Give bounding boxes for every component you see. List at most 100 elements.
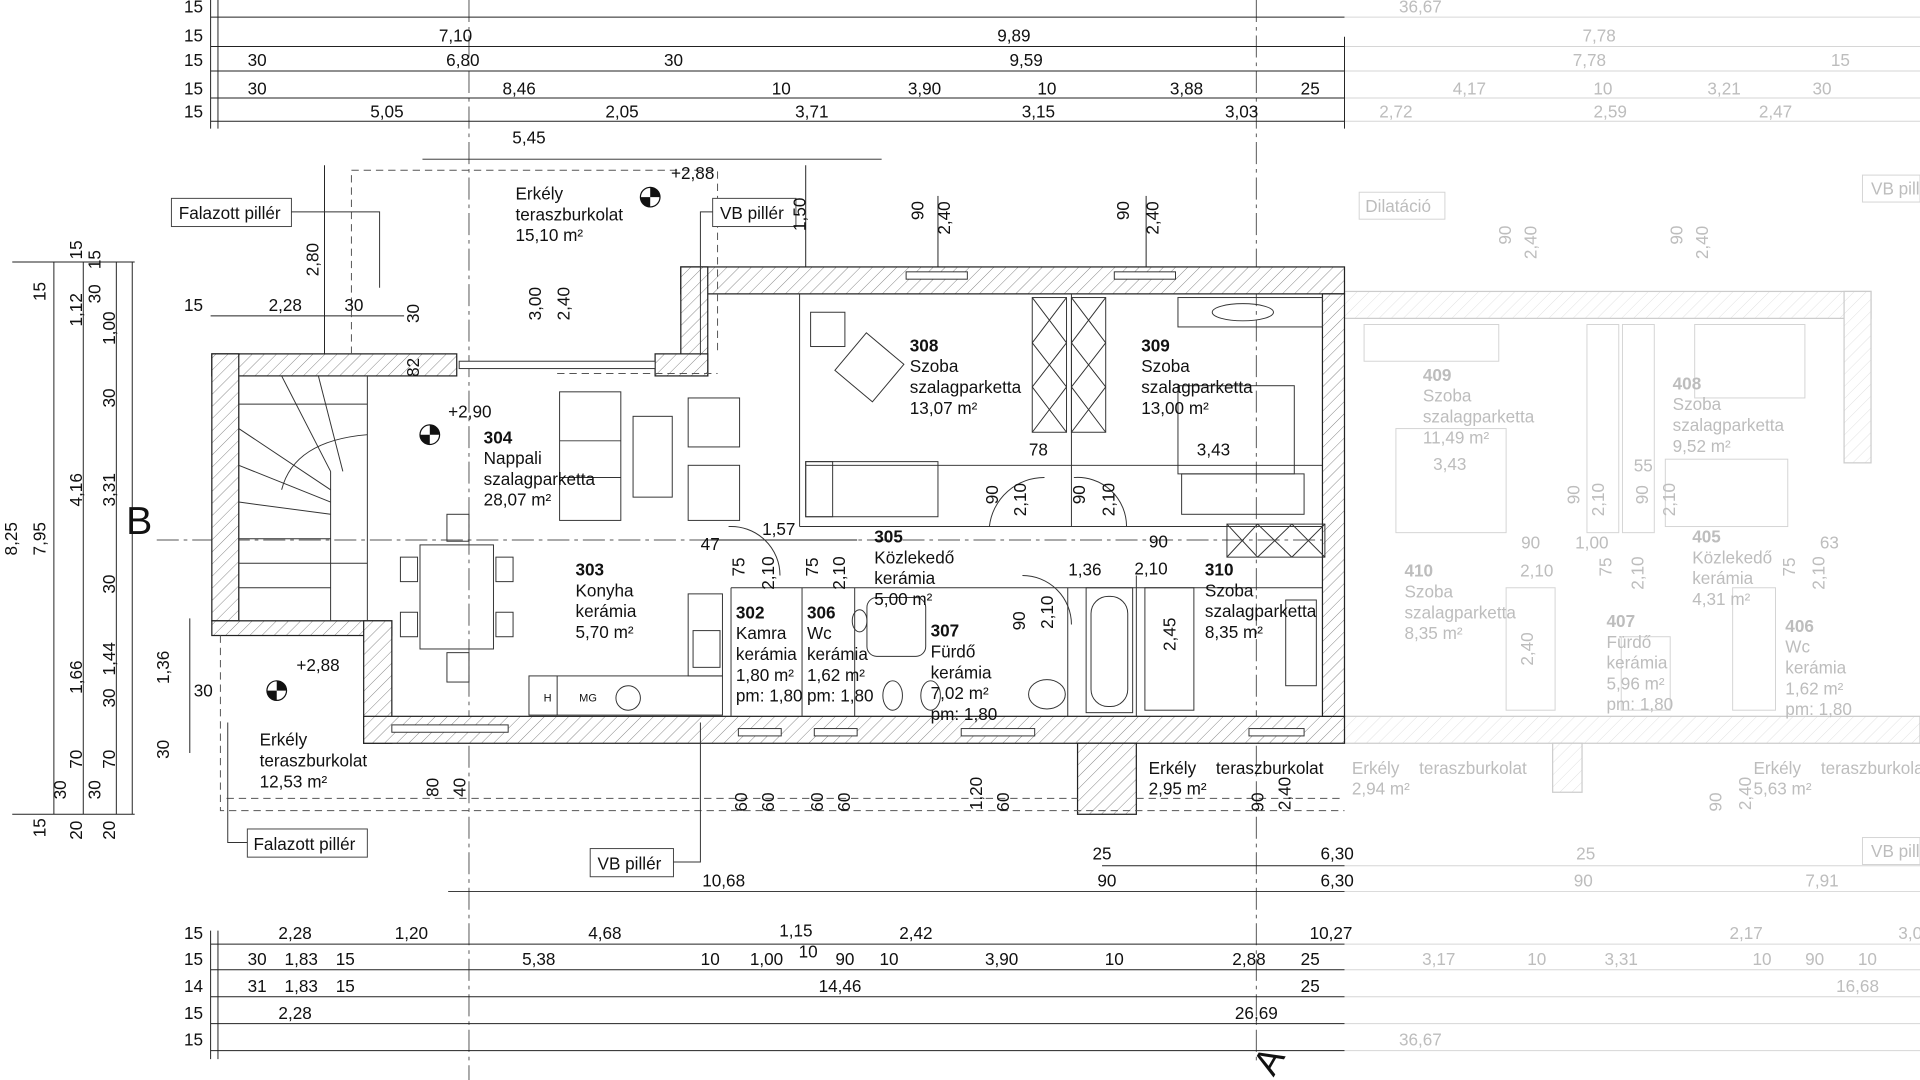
dimension-label: 20 bbox=[99, 821, 119, 840]
room-area: 1,62 m² bbox=[1785, 678, 1843, 698]
room-name: Fürdő bbox=[1607, 632, 1652, 652]
dimension-label: 15 bbox=[29, 818, 49, 837]
callout-vb-piller: VB pillér bbox=[598, 853, 662, 873]
dimension-label: 2,17 bbox=[1729, 923, 1762, 943]
dimension-label: 30 bbox=[664, 50, 683, 70]
dimension-label: 1,83 bbox=[285, 949, 318, 969]
dimension-label: 30 bbox=[1813, 78, 1832, 98]
window bbox=[960, 728, 1036, 737]
dimension-label: 1,66 bbox=[66, 660, 86, 693]
dimension-label: 1,57 bbox=[762, 519, 795, 539]
level-markers: +2,88 +2,90 +2,88 bbox=[266, 163, 714, 702]
dimension-label: 8,46 bbox=[503, 78, 536, 98]
dimension-label: 4,68 bbox=[588, 923, 621, 943]
bedroom-308-furniture bbox=[805, 297, 1107, 518]
dimension-label: 75 bbox=[728, 557, 748, 576]
room-number: 405 bbox=[1692, 526, 1721, 546]
dimension-label: 9,89 bbox=[997, 26, 1030, 46]
dimension-label: 90 bbox=[1706, 793, 1726, 812]
room-material: szalagparketta bbox=[1205, 601, 1317, 621]
dimension-label: 90 bbox=[1248, 793, 1268, 812]
room-area: 8,35 m² bbox=[1205, 622, 1263, 642]
room-area: 1,80 m² bbox=[736, 665, 794, 685]
level-marker-icon bbox=[419, 424, 441, 446]
dimension-label: 75 bbox=[1779, 557, 1799, 576]
dimension-label: 30 bbox=[99, 688, 119, 707]
dimension-label: 20 bbox=[66, 821, 86, 840]
room-number: 304 bbox=[484, 427, 513, 447]
room-material: teraszburkolat bbox=[260, 751, 368, 771]
dimension-label: 10 bbox=[1105, 949, 1124, 969]
faded-callout-dilatacio: Dilatáció bbox=[1365, 196, 1431, 216]
dimension-label: 90 bbox=[1666, 226, 1686, 245]
dimension-label: 6,30 bbox=[1320, 844, 1353, 864]
dimension-label: 15 bbox=[184, 102, 203, 122]
room-number: 305 bbox=[874, 526, 903, 546]
dimension-label: 2,28 bbox=[278, 1003, 311, 1023]
room-area: 11,49 m² bbox=[1423, 427, 1490, 447]
dimension-label: 47 bbox=[701, 534, 720, 554]
dimension-label: 3,0 bbox=[1898, 923, 1920, 943]
dimension-label: 5,05 bbox=[370, 102, 403, 122]
appliance-label-mg: MG bbox=[579, 693, 597, 705]
dimension-label: 1,20 bbox=[395, 923, 428, 943]
dimension-label: 60 bbox=[731, 793, 751, 812]
dimension-label: 90 bbox=[1564, 485, 1584, 504]
room-number: 302 bbox=[736, 602, 765, 622]
dimension-label: 2,42 bbox=[899, 923, 932, 943]
dimension-label: 2,80 bbox=[302, 243, 322, 276]
dining-table bbox=[399, 513, 514, 683]
dimension-label: 1,44 bbox=[99, 642, 119, 676]
dimension-label: 15 bbox=[184, 1003, 203, 1023]
dimension-label: 25 bbox=[1093, 844, 1112, 864]
dimension-label: 10 bbox=[879, 949, 898, 969]
dimension-label: 70 bbox=[99, 750, 119, 769]
dimension-label: 2,10 bbox=[1659, 483, 1679, 516]
kitchen-counter bbox=[528, 593, 723, 716]
callout-falazott-piller: Falazott pillér bbox=[179, 203, 281, 223]
dimension-label: 90 bbox=[1097, 871, 1116, 891]
dimension-label: 55 bbox=[1634, 455, 1653, 475]
dimension-label: 4,16 bbox=[66, 473, 86, 506]
room-material: szalagparketta bbox=[910, 377, 1022, 397]
room-material: teraszburkolat bbox=[1419, 758, 1527, 778]
room-name: Szoba bbox=[1423, 386, 1472, 406]
dimension-label: 3,00 bbox=[525, 287, 545, 320]
dimension-label: 60 bbox=[834, 793, 854, 812]
room-extra: pm: 1,80 bbox=[1785, 699, 1852, 719]
dimension-label: 5,45 bbox=[512, 127, 545, 147]
dimension-label: 10 bbox=[1753, 949, 1772, 969]
room-material: szalagparketta bbox=[1141, 377, 1253, 397]
dimension-label: 1,00 bbox=[99, 311, 119, 344]
dimension-label: 2,28 bbox=[278, 923, 311, 943]
faded-dimension-lines bbox=[1344, 16, 1920, 1052]
room-name: Erkély bbox=[516, 184, 564, 204]
door-swings bbox=[728, 476, 1128, 625]
room-area: 4,31 m² bbox=[1692, 589, 1750, 609]
room-number: 303 bbox=[576, 560, 605, 580]
room-material: teraszburkolat bbox=[1216, 758, 1324, 778]
dimension-label: 15 bbox=[184, 78, 203, 98]
level-living: +2,90 bbox=[448, 402, 491, 422]
room-number: 306 bbox=[807, 602, 836, 622]
callout-falazott-piller: Falazott pillér bbox=[253, 834, 355, 854]
room-name: Szoba bbox=[1404, 582, 1453, 602]
dimension-label: 2,10 bbox=[1808, 556, 1828, 589]
room-name: Közlekedő bbox=[1692, 547, 1772, 567]
dimension-label: 30 bbox=[403, 304, 423, 323]
room-name: Szoba bbox=[1205, 580, 1254, 600]
dimension-label: 14 bbox=[184, 976, 204, 996]
dimension-label: 1,00 bbox=[1575, 533, 1608, 553]
level-balcony-left: +2,88 bbox=[296, 655, 339, 675]
dimension-label: 16,68 bbox=[1836, 976, 1879, 996]
dimension-label: 7,78 bbox=[1583, 26, 1616, 46]
dimension-label: 15 bbox=[184, 923, 203, 943]
dimension-label: 3,31 bbox=[1605, 949, 1638, 969]
